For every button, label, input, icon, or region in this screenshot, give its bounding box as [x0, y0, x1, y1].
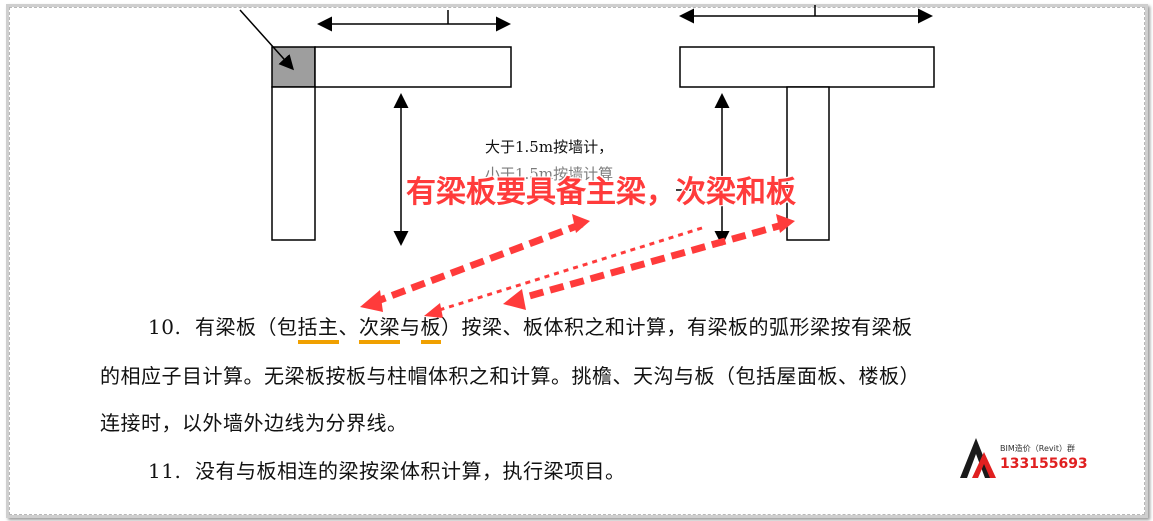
page-frame — [6, 4, 1148, 518]
right-vertical-beam — [786, 86, 830, 241]
paragraph-10-line2: 的相应子目计算。无梁板按板与柱帽体积之和计算。挑檐、天沟与板（包括屋面板、楼板） — [100, 364, 920, 388]
highlight-secondary: 次梁 — [359, 315, 401, 344]
paragraph-10-line3: 连接时，以外墙外边线为分界线。 — [100, 411, 408, 435]
paragraph-11: 11. 没有与板相连的梁按梁体积计算，执行梁项目。 — [148, 459, 626, 483]
width-note-hidden: 小于1.5m按墙计算 — [485, 165, 614, 183]
paragraph-10-line1: 10. 有梁板（包括主、次梁与板）按梁、板体积之和计算，有梁板的弧形梁按有梁板 — [148, 311, 913, 344]
width-note: 大于1.5m按墙计， — [485, 138, 614, 156]
callout-text: 有梁板要具备主梁，次梁和板 — [406, 175, 796, 210]
red-arrows — [370, 220, 787, 314]
logo-icon — [960, 438, 996, 478]
logo-number: 133155693 — [1000, 456, 1088, 472]
left-horizontal-beam — [314, 46, 512, 88]
logo-title: BIM造价（Revit）群 — [1000, 444, 1075, 453]
right-horizontal-beam — [679, 46, 935, 88]
highlight-main: 括主 — [297, 315, 339, 344]
highlight-slab: 板 — [420, 315, 442, 344]
left-vertical-beam — [271, 86, 316, 241]
